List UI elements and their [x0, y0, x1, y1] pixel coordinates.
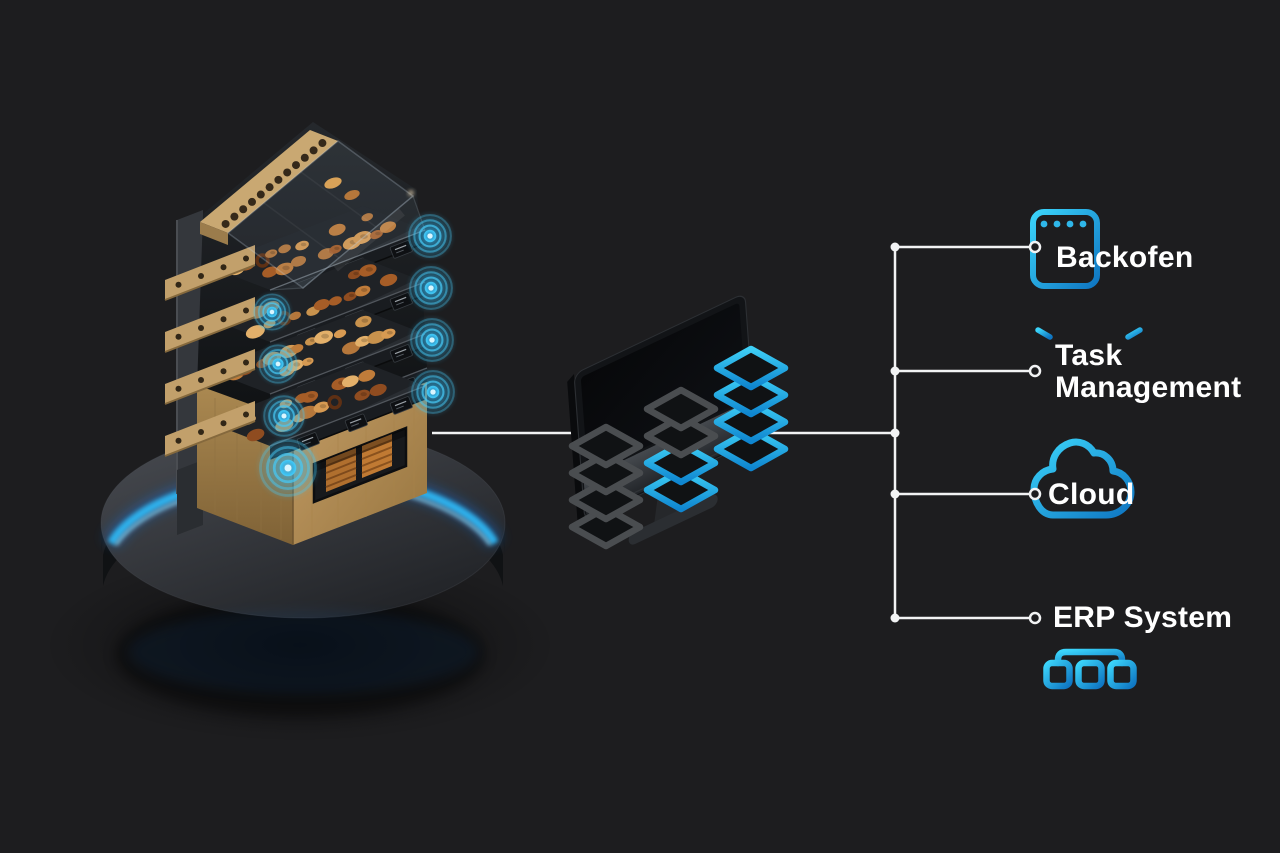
data-layer-stack: [643, 386, 719, 513]
cloud-icon: [1030, 438, 1135, 519]
node-label-cloud: Cloud: [1048, 478, 1135, 511]
wifi-ripple-icon: [410, 369, 456, 415]
price-tag: [389, 292, 413, 311]
bread-crates: [325, 434, 393, 492]
data-layer-stack: [568, 423, 644, 550]
wifi-ripple-icon: [257, 437, 319, 499]
org-hierarchy-icon: [1043, 637, 1137, 690]
price-tag: [389, 344, 413, 363]
node-label-task-management: Task Management: [1055, 339, 1242, 404]
data-layer-stack: [713, 345, 789, 472]
wifi-ripple-icon: [252, 292, 292, 332]
connector-dots: [890, 240, 1042, 625]
radiating-dashes-icon: [1027, 327, 1151, 360]
wifi-ripple-icon: [408, 265, 454, 311]
monitor-screen: [580, 303, 747, 474]
layer-stacks: [568, 345, 789, 550]
monitor-stand-base: [628, 494, 718, 545]
wifi-ripple-icon: [409, 317, 455, 363]
glass-canopy: [200, 130, 426, 291]
pegboard-strips: [164, 245, 256, 457]
wifi-ripple-icon: [262, 394, 306, 438]
wifi-ripple-icon: [257, 343, 299, 385]
price-tag: [389, 396, 413, 415]
node-label-backofen: Backofen: [1056, 241, 1194, 274]
price-tag: [344, 413, 368, 432]
wifi-ripple-icon: [407, 213, 453, 259]
canopy-lamp: [408, 190, 414, 196]
node-label-erp-system: ERP System: [1053, 601, 1233, 634]
